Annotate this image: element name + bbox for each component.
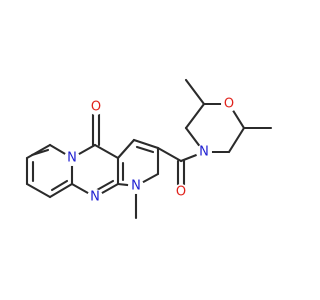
bond	[132, 138, 160, 150]
bond	[227, 126, 246, 154]
bond	[25, 143, 52, 160]
atom-symbol: N	[90, 190, 100, 205]
bond	[48, 182, 74, 199]
atom-n-ring: N	[64, 150, 80, 166]
bond-layer	[25, 78, 273, 220]
bond	[25, 182, 52, 199]
atom-label-layer: N N N N O O O	[64, 96, 237, 205]
structure-canvas: N N N N O O O	[25, 78, 273, 220]
double-bond-inner	[50, 179, 69, 192]
double-bond-inner	[95, 179, 115, 192]
double-bond-inner	[30, 148, 50, 157]
atom-symbol: N	[199, 145, 209, 160]
atom-n-morpholine: N	[196, 144, 212, 160]
atom-o-keto: O	[88, 99, 104, 115]
atom-n-bridge: N	[87, 189, 103, 205]
bond	[93, 143, 120, 160]
bond	[184, 78, 206, 106]
atom-symbol: O	[224, 97, 234, 112]
atom-o-amide: O	[173, 184, 189, 200]
atom-n-pyrrole: N	[128, 178, 144, 194]
double-bond-inner	[135, 145, 155, 154]
atom-symbol: N	[131, 179, 141, 194]
bond	[116, 138, 136, 160]
molecule-structure: N N N N O O O	[25, 78, 273, 220]
atom-symbol: O	[176, 185, 186, 200]
atom-symbol: O	[91, 100, 101, 115]
atom-o-ring: O	[221, 96, 237, 112]
bond	[184, 102, 206, 130]
bond	[156, 146, 183, 163]
atom-symbol: N	[67, 151, 77, 166]
